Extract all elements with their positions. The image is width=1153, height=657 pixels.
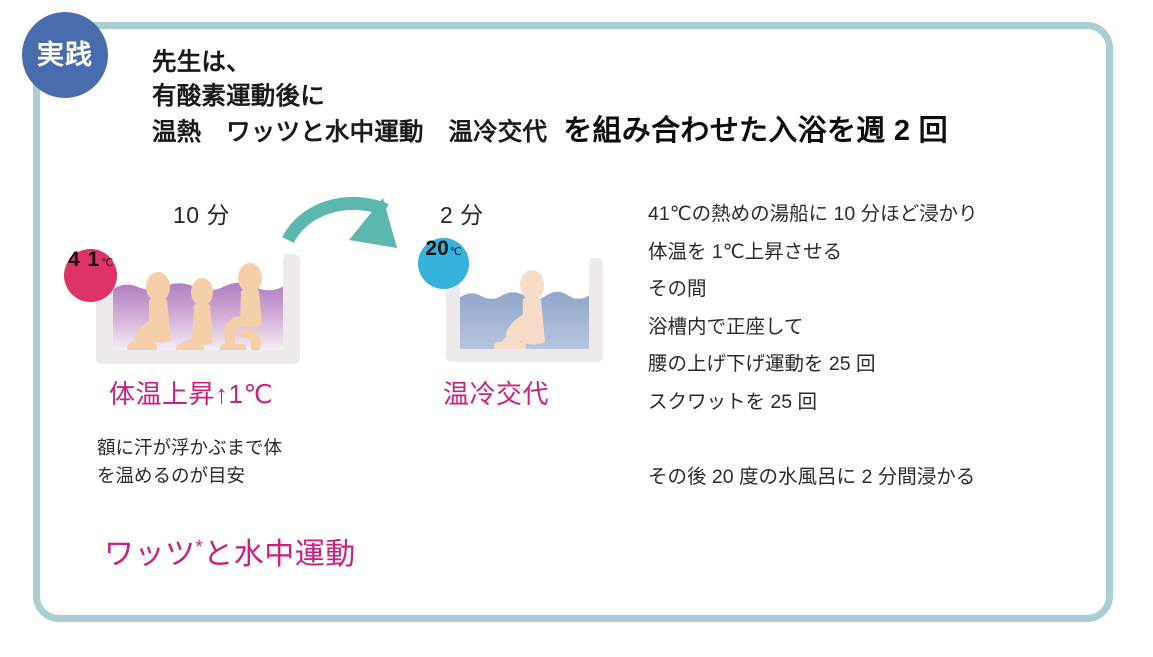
temperature-unit-cold: ℃ <box>449 246 462 258</box>
header-line-3: 温熱 ワッツと水中運動 温冷交代 を組み合わせた入浴を週 2 回 <box>152 114 1092 150</box>
caption-cold: 温冷交代 <box>443 379 550 409</box>
caption-hot: 体温上昇↑1℃ <box>109 379 274 409</box>
watsu-prefix: ワッツ <box>104 538 196 571</box>
description-line: スクワットを 25 回 <box>648 390 818 413</box>
content-frame <box>33 22 1113 622</box>
temperature-value-hot: 4 1 <box>68 248 101 271</box>
bathtub-cold-illustration <box>443 254 606 366</box>
practice-badge: 実践 <box>22 12 108 98</box>
bathtub-hot-illustration <box>92 250 304 368</box>
note-left-line-2: を温めるのが目安 <box>97 465 246 486</box>
note-left-block: 額に汗が浮かぶまで体 を温めるのが目安 <box>97 434 357 490</box>
description-line: 体温を 1℃上昇させる <box>648 240 843 263</box>
temperature-unit-hot: ℃ <box>101 257 113 269</box>
transition-arrow-icon <box>282 196 434 283</box>
header-line-1: 先生は、 <box>152 49 251 76</box>
description-line: 41℃の熱めの湯船に 10 分ほど浸かり <box>648 203 978 225</box>
note-left-line-1: 額に汗が浮かぶまで体 <box>97 437 283 458</box>
duration-label-cold: 2 分 <box>440 202 484 228</box>
temperature-value-cold: 20 <box>425 237 449 260</box>
header-line-2: 有酸素運動後に <box>152 83 325 110</box>
description-line: その後 20 度の水風呂に 2 分間浸かる <box>648 465 976 488</box>
header-line-3-emphasis: を組み合わせた入浴を週 2 回 <box>563 115 948 147</box>
temperature-badge-cold: 20℃ <box>418 238 469 289</box>
practice-badge-label: 実践 <box>37 39 93 70</box>
temperature-badge-hot: 4 1℃ <box>64 249 117 302</box>
header-line-3-methods: 温熱 ワッツと水中運動 温冷交代 <box>152 119 548 146</box>
description-spacer <box>648 421 1068 459</box>
description-line: 浴槽内で正座して <box>648 315 804 338</box>
description-line: 腰の上げ下げ運動を 25 回 <box>648 353 876 375</box>
watsu-asterisk: * <box>195 536 204 557</box>
duration-label-hot: 10 分 <box>173 202 230 228</box>
header-block: 先生は、 有酸素運動後に 温熱 ワッツと水中運動 温冷交代 を組み合わせた入浴を… <box>152 46 1092 150</box>
watsu-label: ワッツ*と水中運動 <box>104 529 356 573</box>
description-block: 41℃の熱めの湯船に 10 分ほど浸かり体温を 1℃上昇させるその間浴槽内で正座… <box>648 196 1068 496</box>
description-line: その間 <box>648 278 707 300</box>
watsu-suffix: と水中運動 <box>203 538 356 571</box>
